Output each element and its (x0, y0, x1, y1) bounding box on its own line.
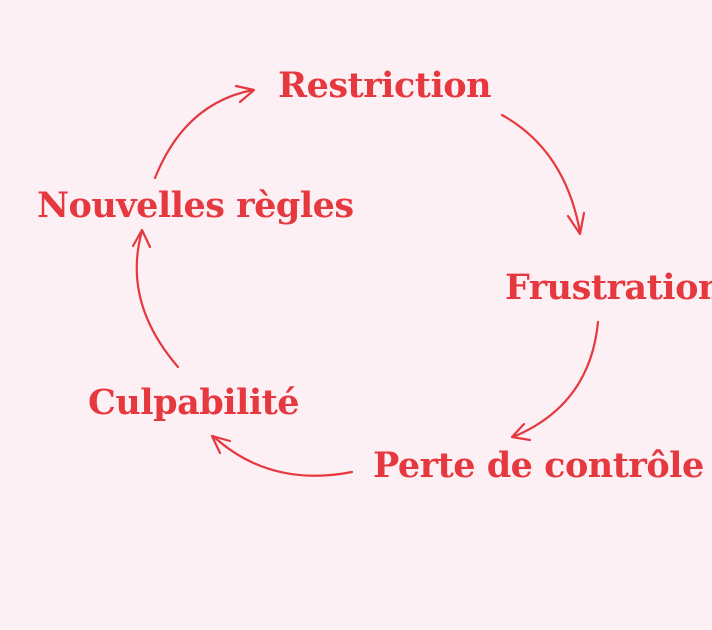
arrowhead-culpabilite (210, 434, 232, 455)
step-culpabilite: Culpabilité (88, 382, 300, 423)
arrow-perte-to-culpabilite (211, 434, 354, 477)
step-perte-de-controle: Perte de contrôle (373, 445, 704, 486)
step-nouvelles-regles: Nouvelles règles (37, 185, 354, 226)
arrowhead-restriction (234, 84, 256, 104)
arrow-frustration-to-perte (511, 320, 600, 439)
arrowhead-frustration (566, 211, 586, 236)
arrow-culpabilite-to-nouvelles (135, 229, 180, 369)
arrow-nouvelles-to-restriction (153, 88, 255, 180)
arrow-restriction-to-frustration (500, 113, 582, 234)
step-restriction: Restriction (278, 65, 492, 106)
arrowhead-perte (510, 422, 532, 442)
arrowhead-nouvelles (131, 228, 152, 249)
step-frustration: Frustration (505, 267, 712, 308)
